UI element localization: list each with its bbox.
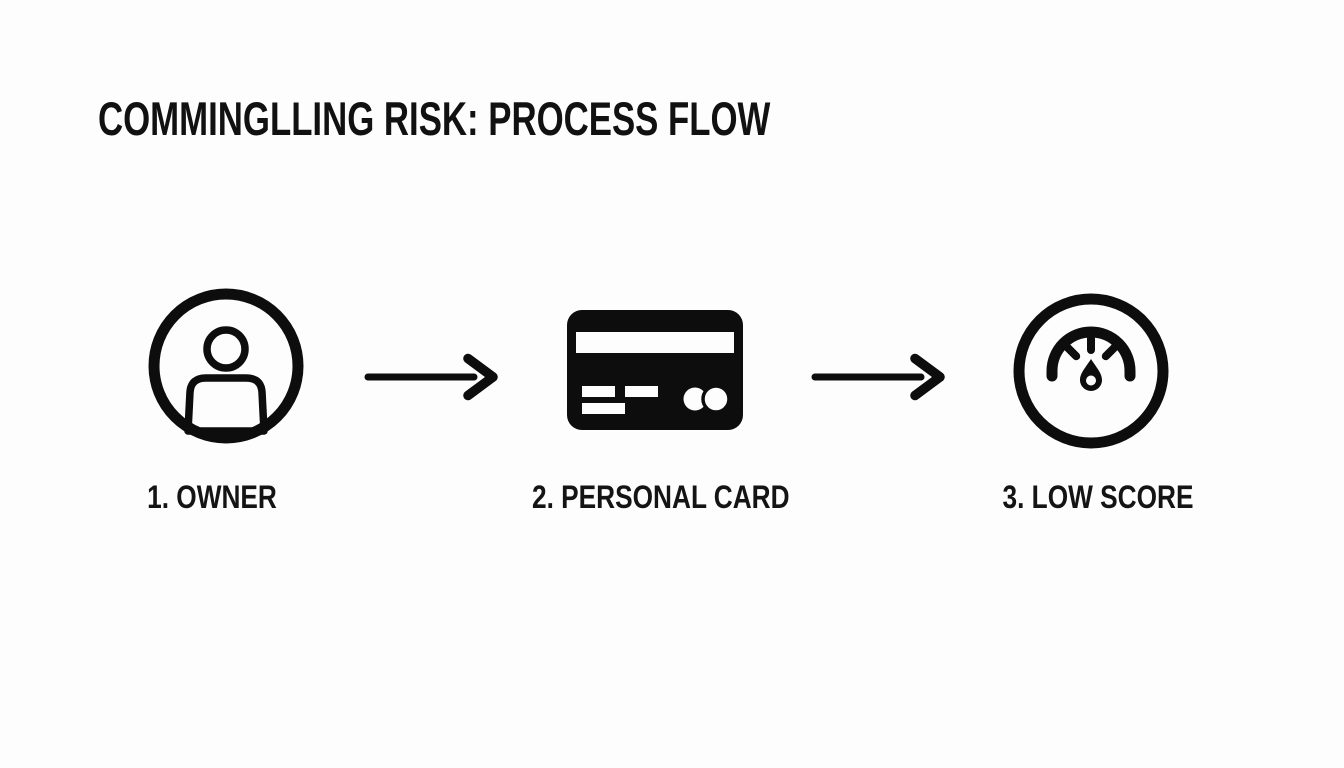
credit-card-icon bbox=[567, 310, 743, 430]
gauge-icon bbox=[1011, 291, 1171, 451]
arrow-right-icon bbox=[360, 352, 500, 402]
step-label-low-score: 3. LOW SCORE bbox=[1002, 479, 1194, 515]
step-label-owner: 1. OWNER bbox=[147, 479, 277, 515]
page-title: COMMINGLLING RISK: PROCESS FLOW bbox=[98, 92, 771, 145]
user-circle-icon bbox=[146, 286, 306, 446]
step-label-personal-card: 2. PERSONAL CARD bbox=[532, 479, 790, 515]
arrow-right-icon bbox=[807, 352, 947, 402]
